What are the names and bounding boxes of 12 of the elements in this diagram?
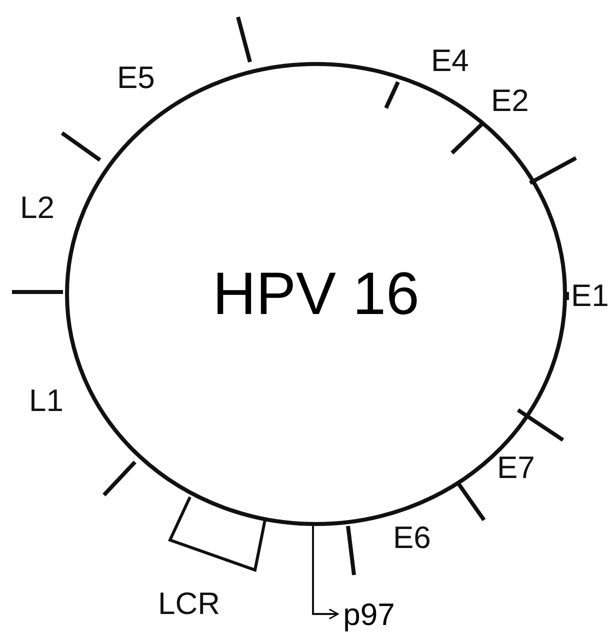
gene-label: L2 (20, 192, 54, 223)
gene-label: E6 (393, 522, 431, 553)
gene-label: E1 (571, 280, 609, 311)
gene-label: L1 (29, 385, 64, 416)
promoter-label: p97 (343, 598, 395, 630)
gene-label: E5 (117, 62, 155, 93)
gene-label: E2 (491, 85, 529, 116)
genome-name: HPV 16 (212, 264, 420, 324)
gene-label: E7 (497, 452, 535, 483)
gene-label: E4 (431, 45, 469, 76)
promoter-arrow (312, 526, 339, 620)
gene-label: LCR (158, 588, 220, 619)
